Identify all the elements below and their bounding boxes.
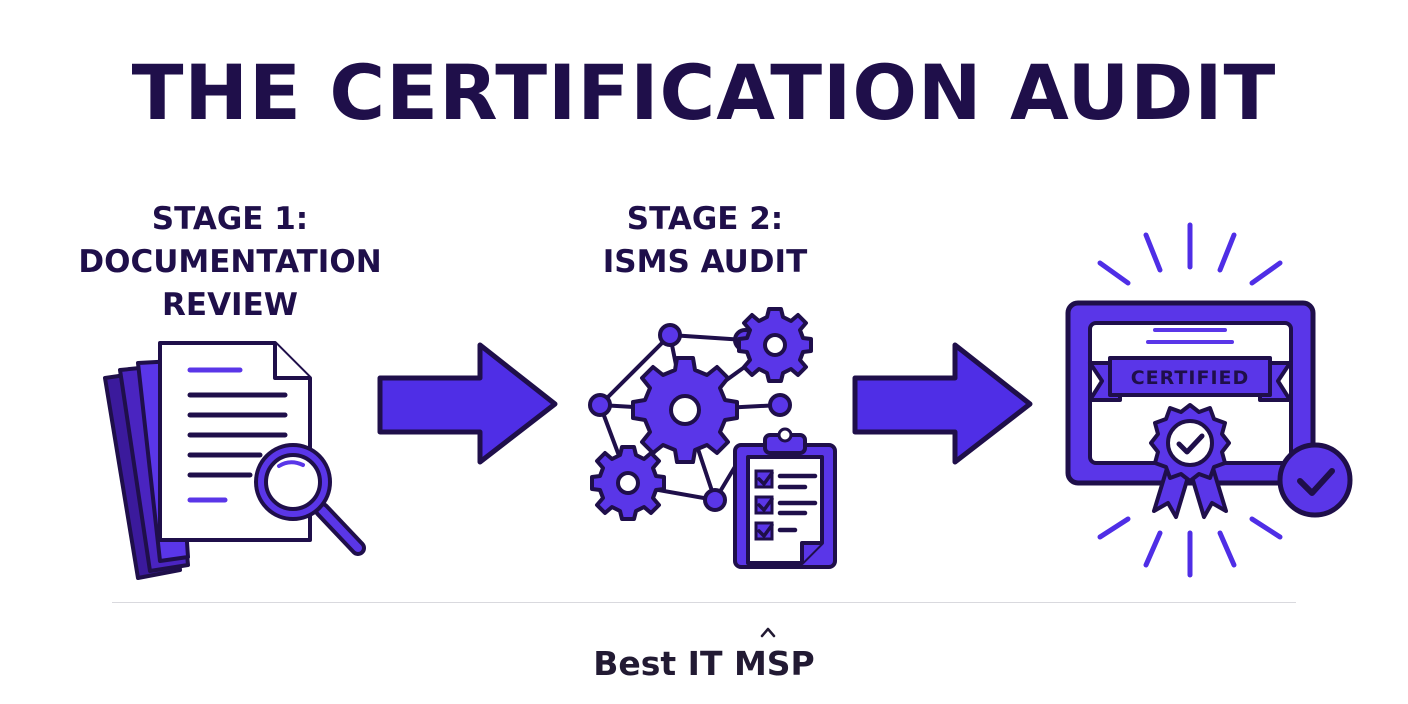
burst-rays-icon xyxy=(1097,222,1283,578)
right-arrow-icon xyxy=(852,342,1033,465)
stage-2-label: STAGE 2: ISMS AUDIT xyxy=(540,198,870,284)
stage-2-label-line: ISMS AUDIT xyxy=(602,244,808,280)
network-gears-clipboard-icon xyxy=(588,307,837,569)
rosette-seal-icon xyxy=(1149,403,1231,519)
brand-prefix: Best IT xyxy=(593,644,734,683)
gear-icon xyxy=(631,356,739,464)
stage-1-label-line: REVIEW xyxy=(162,287,298,323)
right-arrow-icon xyxy=(377,342,558,465)
document-stack-magnifier-icon xyxy=(103,341,366,580)
page-title: THE CERTIFICATION AUDIT xyxy=(131,48,1277,137)
check-badge-icon xyxy=(1277,442,1353,518)
stage-1-label: STAGE 1: DOCUMENTATION REVIEW xyxy=(60,198,400,327)
caret-up-icon xyxy=(761,627,776,638)
certified-banner-text: CERTIFIED xyxy=(1131,367,1250,389)
stage-2-label-line: STAGE 2: xyxy=(626,201,784,237)
brand-logo: Best IT MSP xyxy=(0,627,1408,688)
certificate-icon: CERTIFIED xyxy=(1065,222,1353,578)
footer-divider xyxy=(112,602,1296,603)
stage-1-label-line: STAGE 1: xyxy=(151,201,309,237)
gear-icon xyxy=(737,307,813,383)
stage-1-label-line: DOCUMENTATION xyxy=(78,244,382,280)
gear-icon xyxy=(590,445,666,521)
brand-word: MSP xyxy=(733,644,815,683)
clipboard-checklist-icon xyxy=(733,427,837,569)
magnifier-icon xyxy=(254,443,366,556)
